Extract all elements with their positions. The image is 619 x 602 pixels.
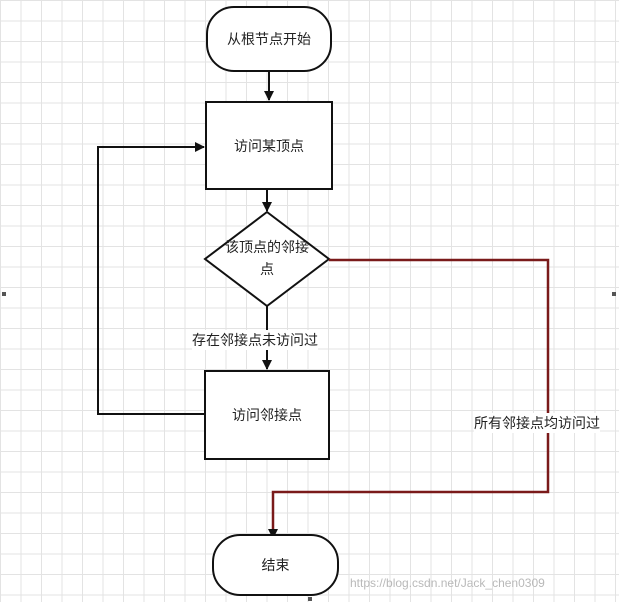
resize-handle-left[interactable] (2, 292, 6, 296)
visit-neighbor-node: 访问邻接点 (204, 370, 330, 460)
edge-label-all-visited: 所有邻接点均访问过 (474, 413, 600, 433)
visit-vertex-label: 访问某顶点 (234, 138, 304, 155)
end-node-label: 结束 (261, 558, 290, 574)
watermark-text: https://blog.csdn.net/Jack_chen0309 (350, 576, 545, 590)
start-node-label: 从根节点开始 (227, 32, 311, 48)
end-node: 结束 (212, 534, 339, 596)
resize-handle-right[interactable] (612, 292, 616, 296)
edge-label-unvisited: 存在邻接点未访问过 (192, 330, 318, 350)
visit-vertex-node: 访问某顶点 (205, 101, 333, 190)
start-node: 从根节点开始 (206, 6, 332, 72)
resize-handle-bottom[interactable] (308, 597, 312, 601)
decision-label: 该顶点的邻接点 (225, 240, 309, 278)
edge-all-visited-to-end (271, 258, 550, 529)
edge-loop-back (97, 142, 205, 415)
visit-neighbor-label: 访问邻接点 (232, 408, 302, 424)
